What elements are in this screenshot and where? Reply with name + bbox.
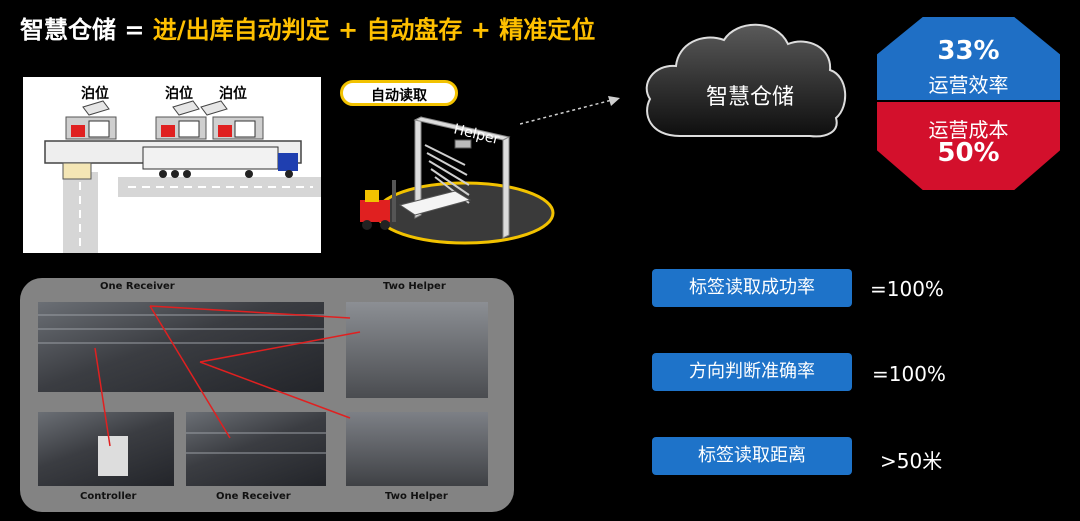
label-one-receiver-top: One Receiver (100, 281, 175, 292)
reader-device (454, 139, 472, 149)
cargo-pallet (398, 190, 472, 216)
efficiency-value: 33% (937, 36, 1000, 66)
metric-read-distance-label: 标签读取距离 (652, 437, 852, 475)
label-two-helper-bottom: Two Helper (385, 491, 448, 502)
cloud-shape (645, 23, 847, 138)
cost-panel (877, 102, 1060, 190)
dock-crate (62, 162, 92, 180)
label-controller: Controller (80, 491, 137, 502)
photo-arrows (94, 305, 361, 447)
berth-label-2: 泊位 (165, 86, 193, 102)
dock-door-photo-top (346, 302, 488, 398)
cloud-label: 智慧仓储 (705, 85, 794, 110)
truck-trailer (142, 146, 279, 170)
flow-arrow (520, 96, 620, 125)
metric-read-success-label: 标签读取成功率 (652, 269, 852, 307)
page-title: 智慧仓储 = 进/出库自动判定 + 自动盘存 + 精准定位 (20, 10, 595, 45)
label-two-helper-top: Two Helper (383, 281, 446, 292)
photo-collage: One Receiver Two Helper Controller One R… (20, 278, 514, 512)
berth-label-3: 泊位 (219, 86, 247, 102)
title-prefix: 智慧仓储 = (20, 16, 153, 44)
metric-read-distance-value: >50米 (880, 449, 943, 473)
auto-read-badge: 自动读取 (340, 80, 458, 106)
cost-label: 运营成本 (928, 118, 1009, 142)
title-highlight: 进/出库自动判定 + 自动盘存 + 精准定位 (152, 16, 596, 44)
berth-label-1: 泊位 (81, 86, 109, 102)
label-one-receiver-bottom: One Receiver (216, 491, 291, 502)
metric-direction-accuracy-value: =100% (872, 362, 946, 386)
forklift-icon (360, 180, 396, 230)
gate-right-post (502, 136, 510, 239)
receiver-photo (186, 412, 326, 486)
cost-value: 50% (937, 138, 1000, 168)
dock-diagram: 泊位 泊位 泊位 (23, 77, 321, 253)
efficiency-label: 运营效率 (928, 73, 1009, 97)
truck-cab (278, 153, 298, 171)
gate-illustration: Helper (360, 116, 555, 245)
metric-read-success-value: =100% (870, 277, 944, 301)
metric-direction-accuracy-label: 方向判断准确率 (652, 353, 852, 391)
gate-beam (413, 116, 511, 141)
dock-illustration (44, 100, 321, 253)
dock-door-photo-bottom (346, 412, 488, 486)
efficiency-panel (877, 17, 1060, 100)
